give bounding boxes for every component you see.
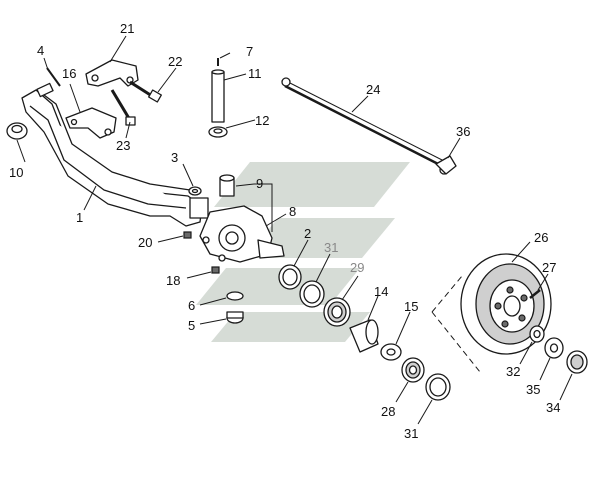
bolt-23 [110,89,136,126]
callout-28: 28 [381,404,395,419]
brake-drum-hub [460,253,552,355]
grease-pin [46,67,61,87]
callout-21: 21 [120,21,134,36]
assembly-guide [431,275,481,373]
seal-31-upper [299,280,325,308]
callout-22: 22 [168,54,182,69]
washer-35 [544,337,564,359]
callout-32: 32 [506,364,520,379]
callout-5: 5 [188,318,195,333]
bushing-9 [219,174,235,197]
nut-32 [529,325,545,343]
callout-31-upper: 31 [324,240,338,255]
callout-35: 35 [526,382,540,397]
callout-10: 10 [9,165,23,180]
callout-29: 29 [350,260,364,275]
wheel-stud [529,289,541,299]
callout-15: 15 [404,299,418,314]
tie-rod [281,77,457,175]
steering-arm-21 [85,59,139,87]
callout-27: 27 [542,260,556,275]
bearing-29 [323,297,351,327]
callout-24: 24 [366,82,380,97]
leader-lines [16,35,573,425]
callout-3: 3 [171,150,178,165]
axle-beam [21,82,209,227]
callout-14: 14 [374,284,388,299]
callout-23: 23 [116,138,130,153]
cap-5 [226,311,244,324]
hub-cap-34 [566,350,588,374]
callout-8: 8 [289,204,296,219]
callout-7: 7 [246,44,253,59]
kingpin-stack [208,58,228,138]
callout-20: 20 [138,235,152,250]
nut-18 [211,266,220,274]
callout-9: 9 [256,176,263,191]
seal-2 [278,264,302,290]
callout-36: 36 [456,124,470,139]
nut-20 [183,231,192,239]
callout-26: 26 [534,230,548,245]
washer-15 [380,343,402,361]
bracket-16 [65,107,117,139]
callout-2: 2 [304,226,311,241]
seal-31-lower [425,373,451,401]
callout-6: 6 [188,298,195,313]
callout-1: 1 [76,210,83,225]
bolt-22 [129,80,162,103]
spindle-sleeve [349,319,379,353]
bump-stop [6,122,28,140]
bearing-28 [401,357,425,383]
callout-16: 16 [62,66,76,81]
seal-6 [226,291,244,301]
callout-31-lower: 31 [404,426,418,441]
callout-11: 11 [248,66,262,81]
callout-34: 34 [546,400,560,415]
callout-12: 12 [255,113,269,128]
steering-knuckle [199,205,285,263]
callout-4: 4 [37,43,44,58]
callout-labels: 4 16 21 22 23 7 11 12 3 9 8 10 1 20 18 6… [9,21,560,441]
callout-18: 18 [166,273,180,288]
washer-3 [188,186,202,196]
